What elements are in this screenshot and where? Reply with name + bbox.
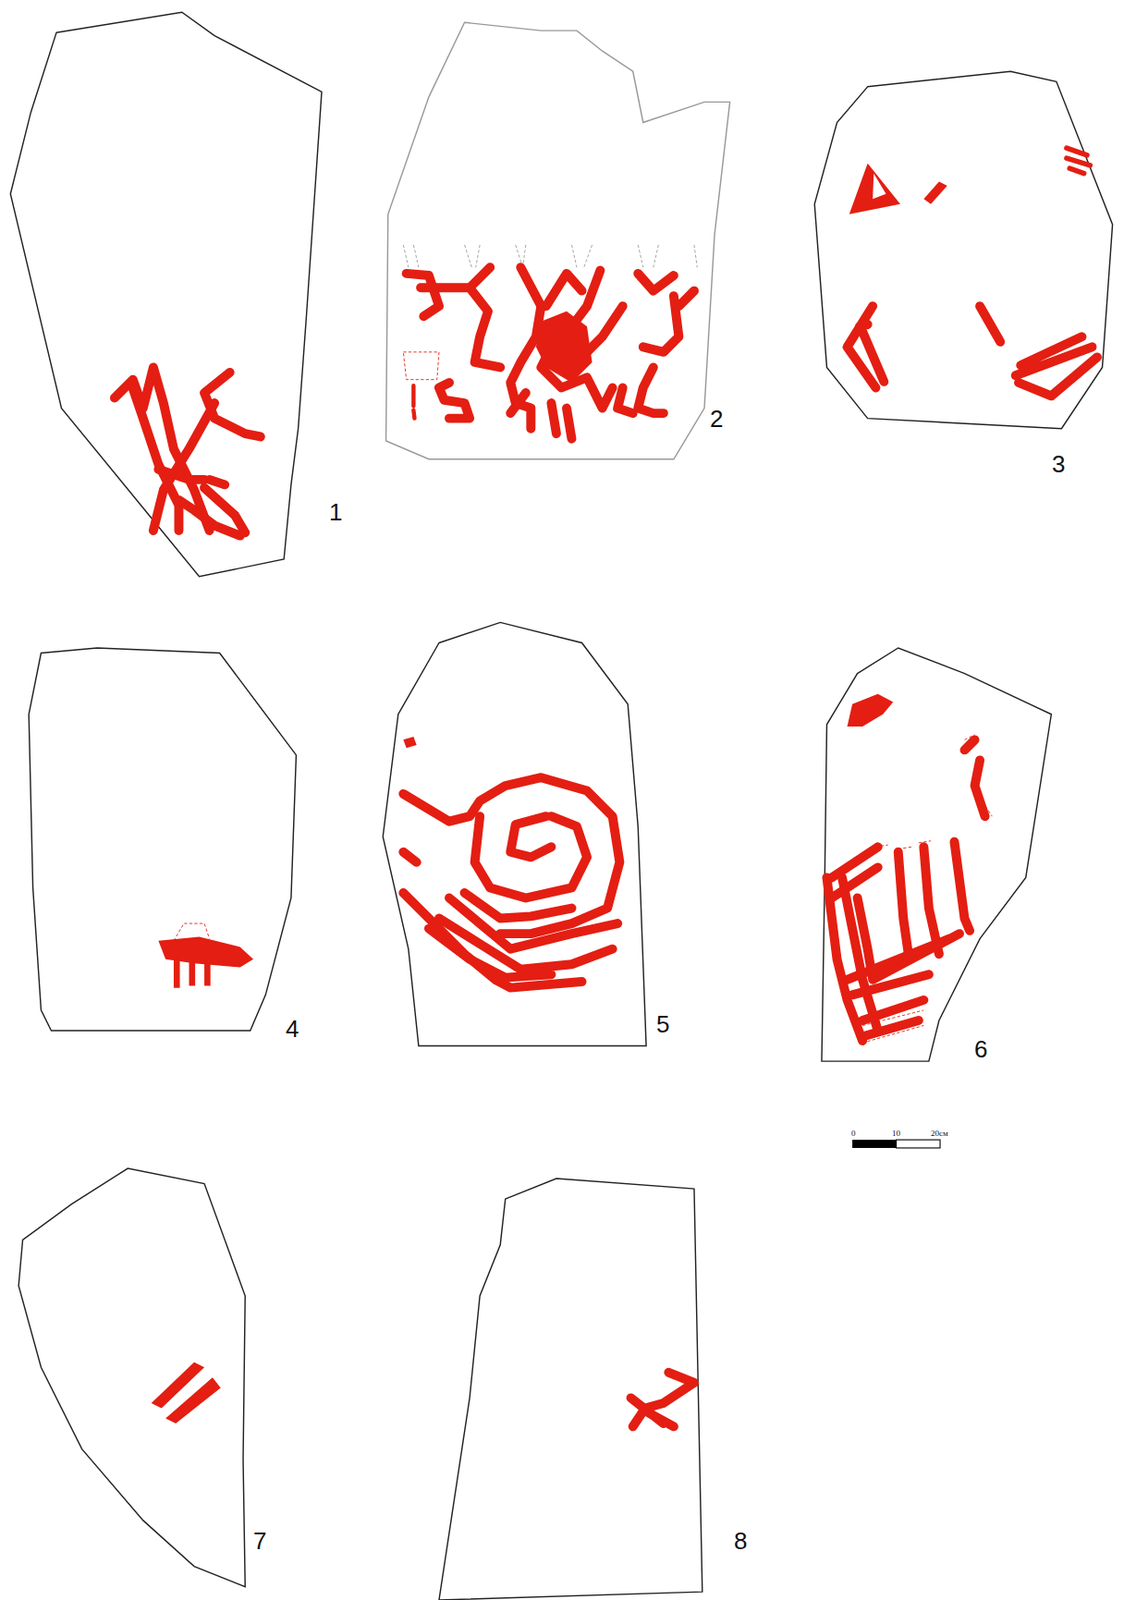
red-blots (151, 163, 948, 1424)
scale-label: 10 (891, 1129, 901, 1138)
figure-number: 8 (733, 1528, 747, 1553)
figure-number: 7 (253, 1528, 267, 1553)
red-figures (114, 147, 1098, 1427)
figure-number: 3 (1051, 452, 1065, 477)
figure-number: 4 (285, 1016, 299, 1041)
scale-label: 20см (930, 1129, 949, 1138)
figure-number: 5 (656, 1012, 670, 1037)
stone-outlines (10, 12, 1112, 1600)
scale-label: 0 (851, 1129, 856, 1138)
figure-number: 2 (709, 406, 723, 431)
figure-number: 1 (329, 500, 343, 525)
scale-bar (852, 1139, 941, 1149)
figure-number: 6 (974, 1037, 988, 1062)
